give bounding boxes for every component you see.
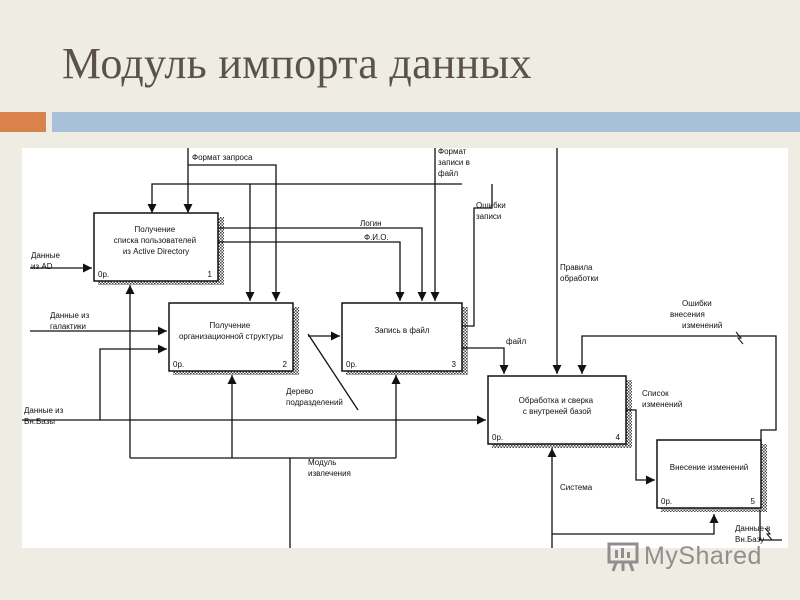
diagram-panel: Получение списка пользователей из Active…	[22, 148, 788, 548]
label-data-ad: Данные из AD	[31, 251, 62, 271]
box-5-number: 5	[751, 497, 756, 506]
box-2-cost: 0р.	[173, 360, 184, 369]
myshared-logo: MyShared	[606, 536, 776, 576]
label-dept-tree: Дерево подразделений	[286, 387, 343, 407]
box-1-cost: 0р.	[98, 270, 109, 279]
label-system: Система	[560, 483, 593, 492]
presentation-board-icon	[607, 542, 639, 572]
zigzag-marks	[735, 331, 773, 541]
label-format-request: Формат запроса	[192, 153, 253, 162]
accent-bar-orange	[0, 112, 46, 132]
accent-bar-blue	[52, 112, 800, 132]
arrow-system-branch	[552, 514, 719, 535]
box-5-title: Внесение изменений	[670, 463, 749, 472]
label-login: Логин	[360, 219, 382, 228]
arrow-data-vnbase-branch	[99, 344, 167, 420]
box-5	[656, 439, 762, 509]
arrow-write-errors	[462, 184, 493, 327]
box-2	[168, 302, 294, 372]
label-data-to-vnbase: Данные в Вн.Базу	[735, 524, 773, 544]
label-processing-rules: Правила обработки	[560, 263, 598, 283]
box-2-title: Получение организационной структуры	[179, 321, 283, 341]
box-3	[341, 302, 463, 372]
label-format-write: Формат записи в файл	[438, 148, 472, 178]
arrow-login	[218, 227, 427, 301]
box-1-title: Получение списка пользователей из Active…	[114, 225, 199, 256]
label-data-vnbase: Данные из Вн.Базы	[24, 406, 66, 426]
slide-title: Модуль импорта данных	[62, 39, 532, 88]
arrow-output-vnbase	[759, 510, 782, 541]
box-2-number: 2	[283, 360, 288, 369]
activity-boxes	[93, 212, 762, 509]
arrow-feedback-top	[147, 183, 462, 213]
box-3-title: Запись в файл	[374, 326, 429, 335]
box-1	[93, 212, 219, 282]
arrow-change-errors	[577, 335, 777, 448]
box-5-cost: 0р.	[661, 497, 672, 506]
box-4-cost: 0р.	[492, 433, 503, 442]
box-3-cost: 0р.	[346, 360, 357, 369]
box-3-number: 3	[452, 360, 457, 369]
box-4-title: Обработка и сверка с внутреней базой	[519, 396, 596, 416]
idef0-diagram: Получение списка пользователей из Active…	[22, 148, 782, 548]
label-change-list: Список изменений	[642, 389, 682, 409]
arrow-format-request-branch	[188, 164, 281, 301]
arrow-dept-tree	[307, 333, 359, 411]
label-extraction-module: Модуль извлечения	[308, 458, 351, 478]
label-file: файл	[506, 337, 527, 346]
box-4	[487, 375, 627, 445]
box-1-number: 1	[208, 270, 213, 279]
arrow-file	[462, 347, 509, 374]
label-data-galaxy: Данные из галактики	[50, 311, 92, 331]
logo-text: MyShared	[644, 541, 762, 570]
label-write-errors: Ошибки записи	[476, 201, 508, 221]
arrow-fio	[218, 241, 405, 301]
label-change-errors: Ошибки внесения изменений	[670, 299, 722, 330]
arrow-change-list	[626, 409, 655, 485]
connectors	[22, 148, 782, 548]
box-4-number: 4	[616, 433, 621, 442]
label-fio: Ф.И.О.	[364, 233, 389, 242]
